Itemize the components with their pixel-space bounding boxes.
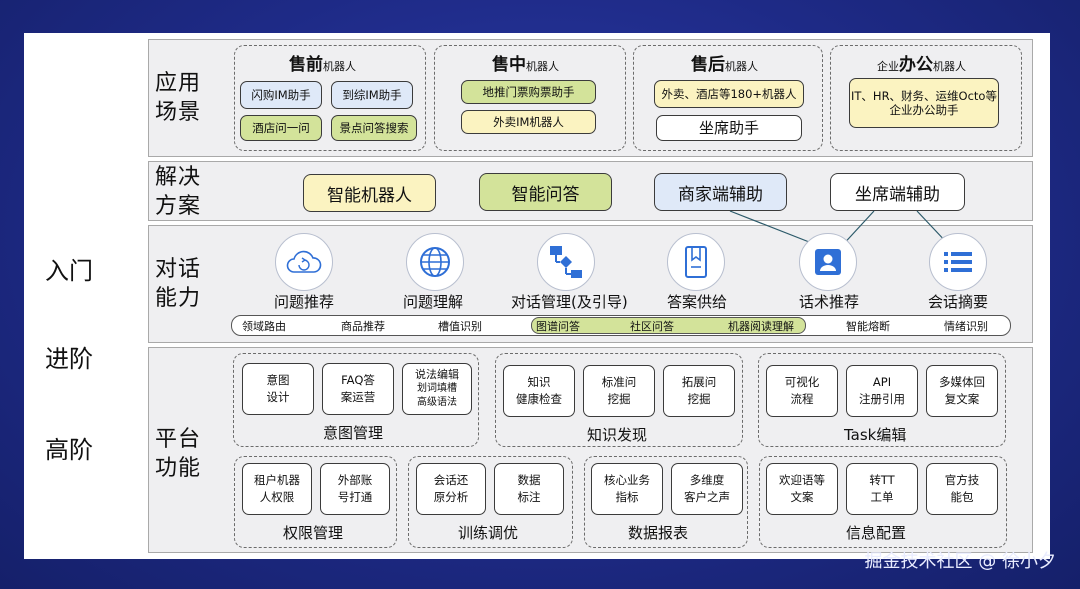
feature-box: 欢迎语等文案 xyxy=(766,463,838,515)
feature-group-title: Task编辑 xyxy=(844,426,907,444)
scenes-row-label: 应用场景 xyxy=(155,71,202,125)
permission-group xyxy=(234,456,397,548)
sub-capability: 领域路由 xyxy=(242,320,286,333)
globe-icon xyxy=(406,233,464,291)
level-entry: 入门 xyxy=(45,257,93,285)
slide: 入门 进阶 高阶 应用场景 售前机器人 闪购IM助手 到综IM助手 酒店问一问 … xyxy=(24,33,1050,559)
insale-group xyxy=(434,45,626,151)
feature-box: 标准问挖掘 xyxy=(583,365,655,417)
solution-box: 智能机器人 xyxy=(303,174,436,212)
feature-box: 拓展问挖掘 xyxy=(663,365,735,417)
bookmark-document-icon xyxy=(667,233,725,291)
feature-group-title: 意图管理 xyxy=(323,424,384,442)
feature-group-title: 知识发现 xyxy=(587,426,648,444)
office-title: 企业办公机器人 xyxy=(877,55,966,75)
solutions-row-label: 解决方案 xyxy=(155,165,202,219)
presale-item: 闪购IM助手 xyxy=(240,81,322,109)
sub-capability: 社区问答 xyxy=(630,320,674,333)
level-advanced: 进阶 xyxy=(45,345,93,373)
feature-box: 租户机器人权限 xyxy=(242,463,312,515)
insale-item: 外卖IM机器人 xyxy=(461,110,596,134)
presale-item: 景点问答搜索 xyxy=(331,115,417,141)
capability-label: 话术推荐 xyxy=(799,293,860,311)
sub-capability: 商品推荐 xyxy=(341,320,385,333)
feature-group-title: 信息配置 xyxy=(846,524,907,542)
solution-box: 坐席端辅助 xyxy=(830,173,965,211)
office-item: IT、HR、财务、运维Octo等企业办公助手 xyxy=(849,78,999,128)
intent-group xyxy=(233,353,479,447)
sub-capability: 槽值识别 xyxy=(438,320,482,333)
feature-box: FAQ答案运营 xyxy=(322,363,394,415)
report-group xyxy=(584,456,748,548)
feature-box: 外部账号打通 xyxy=(320,463,390,515)
feature-box: 官方技能包 xyxy=(926,463,998,515)
solution-box: 智能问答 xyxy=(479,173,612,211)
watermark: 掘金技术社区 @ 徐小夕 xyxy=(864,551,1056,572)
training-group xyxy=(408,456,573,548)
insale-item: 地推门票购票助手 xyxy=(461,80,596,104)
aftersale-item: 坐席助手 xyxy=(656,115,802,141)
feature-group-title: 数据报表 xyxy=(628,524,689,542)
feature-box: 会话还原分析 xyxy=(416,463,486,515)
cloud-refresh-icon xyxy=(275,233,333,291)
feature-group-title: 训练调优 xyxy=(458,524,519,542)
sub-capability: 智能熔断 xyxy=(846,320,890,333)
knowledge-group xyxy=(495,353,743,447)
level-expert: 高阶 xyxy=(45,436,93,464)
feature-box: 多维度客户之声 xyxy=(671,463,743,515)
capability-label: 答案供给 xyxy=(667,293,728,311)
capability-label: 问题推荐 xyxy=(274,293,335,311)
presale-group xyxy=(234,45,426,151)
feature-box: 可视化流程 xyxy=(766,365,838,417)
sub-capability: 图谱问答 xyxy=(536,320,580,333)
aftersale-title: 售后机器人 xyxy=(691,55,758,75)
feature-box: 说法编辑划词填槽高级语法 xyxy=(402,363,472,415)
aftersale-item: 外卖、酒店等180+机器人 xyxy=(654,80,804,108)
solution-box: 商家端辅助 xyxy=(654,173,787,211)
info-group xyxy=(759,456,1007,548)
task-group xyxy=(758,353,1006,447)
contact-card-icon xyxy=(799,233,857,291)
feature-box: 多媒体回复文案 xyxy=(926,365,998,417)
sub-capability: 情绪识别 xyxy=(944,320,988,333)
capability-label: 问题理解 xyxy=(403,293,464,311)
list-icon xyxy=(929,233,987,291)
flowchart-icon xyxy=(537,233,595,291)
aftersale-group xyxy=(633,45,823,151)
feature-box: 数据标注 xyxy=(494,463,564,515)
presale-title: 售前机器人 xyxy=(289,55,356,75)
insale-title: 售中机器人 xyxy=(492,55,559,75)
presale-item: 酒店问一问 xyxy=(240,115,322,141)
dialogue-row-label: 对话能力 xyxy=(155,257,202,311)
sub-capability-highlight xyxy=(531,317,806,334)
capability-label: 对话管理(及引导) xyxy=(511,293,628,311)
platform-row-label: 平台功能 xyxy=(155,427,202,481)
feature-box: 核心业务指标 xyxy=(591,463,663,515)
feature-box: 意图设计 xyxy=(242,363,314,415)
feature-box: 知识健康检查 xyxy=(503,365,575,417)
feature-group-title: 权限管理 xyxy=(283,524,344,542)
capability-label: 会话摘要 xyxy=(928,293,989,311)
sub-capability: 机器阅读理解 xyxy=(728,320,794,333)
presale-item: 到综IM助手 xyxy=(331,81,413,109)
office-group xyxy=(830,45,1022,151)
